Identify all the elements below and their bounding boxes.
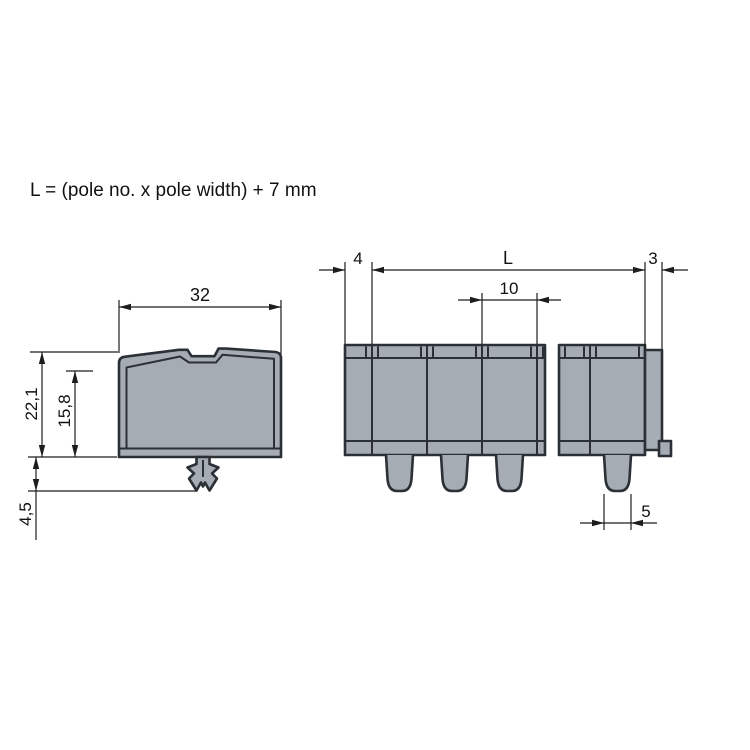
dim-height-15-8: 15,8: [55, 370, 93, 457]
side-view-inner-contour: [125, 353, 275, 449]
front-snap-foot: [494, 454, 525, 493]
dim-label-5: 5: [641, 502, 650, 521]
dim-label-22-1: 22,1: [22, 387, 41, 420]
end-plate-lug: [657, 439, 673, 458]
dim-width-32: 32: [118, 285, 282, 354]
front-view-body-segment-2: [557, 343, 647, 457]
dim-label-32: 32: [190, 285, 210, 305]
front-view: [343, 343, 673, 493]
dim-label-3: 3: [648, 249, 657, 268]
dim-label-15-8: 15,8: [55, 394, 74, 427]
dim-foot-width-5: 5: [580, 494, 657, 530]
length-formula: L = (pole no. x pole width) + 7 mm: [30, 180, 317, 201]
dim-label-4-5: 4,5: [16, 502, 35, 526]
dim-height-22-1: 22,1: [22, 351, 118, 458]
side-view-housing: [117, 347, 283, 459]
clamp-slot-ticks: [365, 346, 640, 357]
front-snap-foot: [384, 454, 415, 493]
dim-label-4: 4: [353, 249, 362, 268]
dimensions: 32 22,1 15,8 4,5: [16, 248, 688, 540]
front-view-body-segment-1: [343, 343, 547, 457]
dim-label-10: 10: [500, 279, 519, 298]
side-view: [117, 347, 283, 492]
front-snap-foot: [602, 454, 633, 493]
dim-chain-top: 4 L 3: [319, 248, 688, 349]
front-snap-foot: [439, 454, 470, 493]
dim-label-L: L: [503, 248, 513, 268]
end-plate: [643, 348, 664, 452]
dim-pole-pitch-10: 10: [458, 279, 561, 344]
dim-foot-4-5: 4,5: [16, 457, 196, 540]
